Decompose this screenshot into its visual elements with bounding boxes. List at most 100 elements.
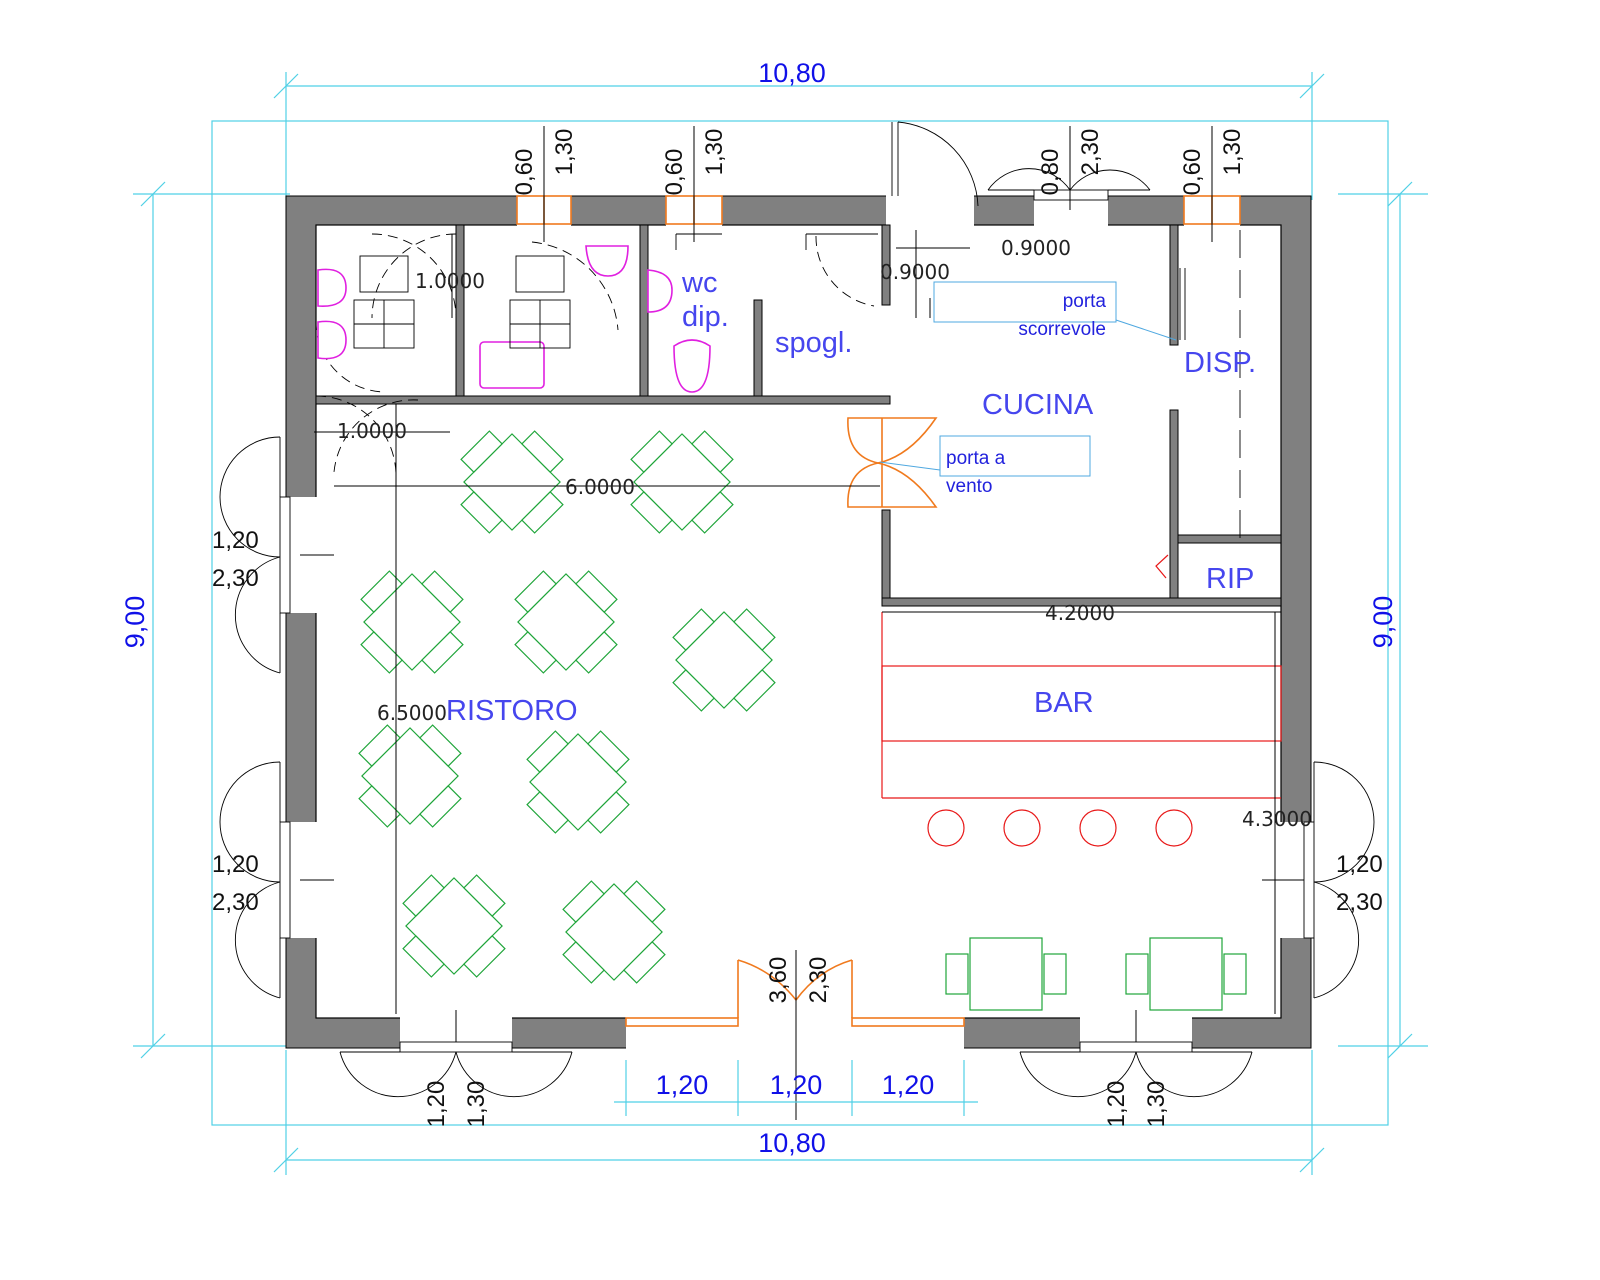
chair — [691, 430, 734, 473]
measure-ristoro-width: 6.0000 — [565, 475, 635, 499]
interior-partitions — [315, 224, 1282, 607]
room-ristoro: RISTORO — [446, 695, 578, 727]
measure-wc-door: 1.0000 — [415, 269, 485, 293]
chair — [575, 631, 618, 674]
bar-stool — [1003, 809, 1041, 847]
room-labels: wc dip. spogl. CUCINA DISP. RIP BAR RIST… — [446, 267, 1256, 727]
interior-dimensions: 1.0000 1.0000 0.9000 0.9000 6.0000 4.200… — [314, 230, 1312, 1014]
room-bar: BAR — [1034, 687, 1094, 719]
overall-depth-right: 9,00 — [1368, 596, 1398, 649]
opening-labels: 0,60 1,30 0,60 1,30 0,80 2,30 0,60 1,30 … — [212, 126, 1383, 1127]
entrance-segment-1: 1,20 — [656, 1070, 709, 1100]
dining-table — [672, 608, 776, 712]
chair — [421, 631, 464, 674]
chair — [562, 880, 605, 923]
chair — [562, 941, 605, 984]
dining-table — [460, 430, 564, 534]
door-label-left-lower-a: 1,20 — [212, 851, 259, 878]
window-entrance-right — [851, 1017, 965, 1027]
toilet-icon — [317, 268, 347, 307]
window-label-height: 0,60 — [1179, 149, 1206, 196]
chair — [402, 935, 445, 978]
chair — [419, 785, 462, 828]
sanitary-fixtures — [317, 245, 711, 393]
window-label-height: 0,60 — [511, 149, 538, 196]
chair — [521, 491, 564, 534]
door-label-left-upper-a: 1,20 — [212, 527, 259, 554]
note-swing-door-line1: porta a — [946, 448, 1006, 469]
door-label-bottom-left-b: 1,30 — [463, 1081, 490, 1128]
wheelchair-icon — [359, 255, 409, 293]
room-spogliatoio: spogl. — [775, 327, 852, 359]
chair — [945, 953, 969, 995]
chair — [421, 570, 464, 613]
chair — [514, 631, 557, 674]
chair — [575, 570, 618, 613]
room-wc-dip-line2: dip. — [682, 301, 729, 333]
exterior-doors — [219, 121, 1375, 1098]
door-label-width: 2,30 — [1077, 129, 1104, 176]
chair — [733, 608, 776, 651]
window-label-height: 0,60 — [661, 149, 688, 196]
entrance-label-width: 2,30 — [805, 957, 832, 1004]
chair — [1125, 953, 1149, 995]
chair — [358, 724, 401, 767]
chair — [460, 491, 503, 534]
door-label-right-a: 1,20 — [1336, 851, 1383, 878]
chair — [526, 791, 569, 834]
window-label-width: 1,30 — [701, 129, 728, 176]
door-label-right-b: 2,30 — [1336, 889, 1383, 916]
window-label-width: 1,30 — [551, 129, 578, 176]
bar-counter — [881, 612, 1282, 847]
drawing-frame — [211, 120, 1389, 1126]
wheelchair-icon-2 — [515, 255, 565, 293]
dining-table — [630, 430, 734, 534]
dining-table — [514, 570, 618, 674]
entrance-segment-2: 1,20 — [770, 1070, 823, 1100]
measure-bar-width: 4.2000 — [1045, 601, 1115, 625]
measure-bar-depth: 4.3000 — [1242, 807, 1312, 831]
note-swing-door-line2: vento — [946, 476, 992, 497]
chair — [463, 874, 506, 917]
door-label-left-upper-b: 2,30 — [212, 565, 259, 592]
sink-icon — [585, 245, 629, 277]
dining-table — [1125, 937, 1247, 1011]
overall-width-bottom: 10,80 — [758, 1128, 826, 1158]
measure-corridor: 1.0000 — [337, 419, 407, 443]
bar-stool — [1155, 809, 1193, 847]
dining-table — [402, 874, 506, 978]
entrance-segment-3: 1,20 — [882, 1070, 935, 1100]
measure-service-door: 0.9000 — [1001, 236, 1071, 260]
window-label-width: 1,30 — [1219, 129, 1246, 176]
door-label-bottom-right-b: 1,30 — [1143, 1081, 1170, 1128]
room-ripostiglio: RIP — [1206, 563, 1254, 595]
chair — [672, 669, 715, 712]
chair — [1223, 953, 1247, 995]
chair — [463, 935, 506, 978]
dining-table — [945, 937, 1067, 1011]
door-label-height: 0,80 — [1037, 149, 1064, 196]
chair — [733, 669, 776, 712]
measure-ristoro-depth: 6.5000 — [377, 701, 447, 725]
dining-table — [526, 730, 630, 834]
dining-table — [358, 724, 462, 828]
overall-dimensions: 10,80 10,80 9,00 9,00 — [120, 58, 1428, 1175]
door-label-bottom-left-a: 1,20 — [423, 1081, 450, 1128]
overall-depth-left: 9,00 — [120, 596, 150, 649]
chair — [1043, 953, 1067, 995]
room-cucina: CUCINA — [982, 389, 1094, 421]
dining-tables — [358, 430, 1247, 1011]
chair — [691, 491, 734, 534]
chair — [358, 785, 401, 828]
door-label-bottom-right-a: 1,20 — [1103, 1081, 1130, 1128]
entrance-label-height: 3,60 — [765, 957, 792, 1004]
chair — [419, 724, 462, 767]
chair — [402, 874, 445, 917]
interior-doors — [315, 233, 1169, 579]
window-entrance-left — [625, 1017, 739, 1027]
washbasin-icon — [479, 341, 545, 389]
bidet-icon — [317, 320, 347, 360]
chair — [460, 430, 503, 473]
wc-dip-toilet-icon — [647, 269, 673, 313]
